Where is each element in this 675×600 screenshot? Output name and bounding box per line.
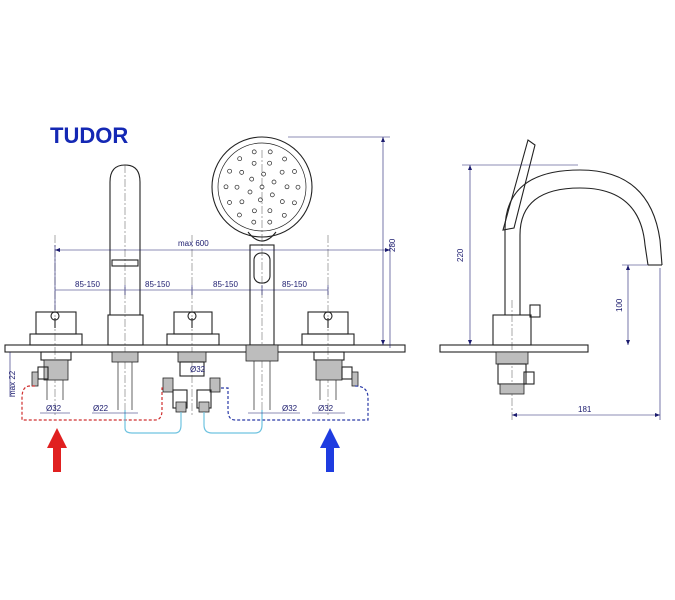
shower-nozzles <box>223 149 301 225</box>
nozzle <box>237 212 242 218</box>
nozzle <box>259 184 265 190</box>
nozzle <box>267 160 272 166</box>
nozzle <box>267 149 273 155</box>
nozzle <box>251 160 257 166</box>
hot-pipe <box>21 385 165 421</box>
hot-valve-handle <box>29 311 83 400</box>
deck-plate <box>4 344 406 353</box>
nozzle <box>267 219 273 225</box>
dim-dia-32-right-a: Ø32 <box>282 404 298 413</box>
diverter-valve <box>162 311 221 413</box>
nozzle <box>227 168 232 174</box>
nozzle <box>234 184 240 190</box>
front-view: max 600 85-150 85-150 85-150 85-150 280 … <box>4 136 406 472</box>
dim-spacing-2: 85-150 <box>145 280 170 289</box>
nozzle <box>258 197 263 203</box>
nozzle <box>269 192 275 198</box>
nozzle <box>239 199 245 205</box>
nozzle <box>284 184 290 190</box>
blue-up-arrow-icon <box>320 428 340 472</box>
nozzle <box>279 169 285 175</box>
nozzle <box>247 189 253 195</box>
nozzle <box>251 149 257 155</box>
nozzle <box>251 219 257 225</box>
nozzle <box>227 200 232 205</box>
product-title: TUDOR <box>50 123 128 148</box>
cold-pipe <box>220 385 369 421</box>
dim-depth: 181 <box>578 405 592 414</box>
cold-valve-handle <box>301 311 359 400</box>
mix-pipe-spout <box>124 410 182 434</box>
nozzle <box>237 156 243 162</box>
nozzle <box>249 176 255 182</box>
dim-max-thickness: max 22 <box>8 370 17 397</box>
nozzle <box>261 171 266 177</box>
dim-spacing-4: 85-150 <box>282 280 307 289</box>
mix-pipe-shower <box>203 410 263 434</box>
nozzle <box>281 212 287 218</box>
dim-height-side: 220 <box>456 248 465 262</box>
red-up-arrow-icon <box>47 428 67 472</box>
side-deck-plate <box>439 344 589 353</box>
side-view: 220 100 181 <box>439 139 663 420</box>
nozzle <box>295 184 301 190</box>
dim-dia-22: Ø22 <box>93 404 109 413</box>
nozzle <box>292 200 297 206</box>
nozzle <box>279 199 285 204</box>
dim-spacing-1: 85-150 <box>75 280 100 289</box>
nozzle <box>292 169 297 174</box>
nozzle <box>223 184 229 190</box>
nozzle <box>252 208 257 214</box>
nozzle <box>282 156 287 162</box>
dim-dia-32-valve: Ø32 <box>190 365 206 374</box>
spout <box>107 164 144 410</box>
dim-spacing-3: 85-150 <box>213 280 238 289</box>
nozzle <box>271 179 277 185</box>
dim-dia-32-right-b: Ø32 <box>318 404 334 413</box>
dim-max-width: max 600 <box>178 239 209 248</box>
dim-dia-32-left: Ø32 <box>46 404 62 413</box>
nozzle <box>239 170 245 175</box>
nozzle <box>267 208 273 214</box>
dim-height-front: 280 <box>388 238 397 252</box>
dim-spout-height: 100 <box>615 298 624 312</box>
hand-shower <box>211 136 313 410</box>
